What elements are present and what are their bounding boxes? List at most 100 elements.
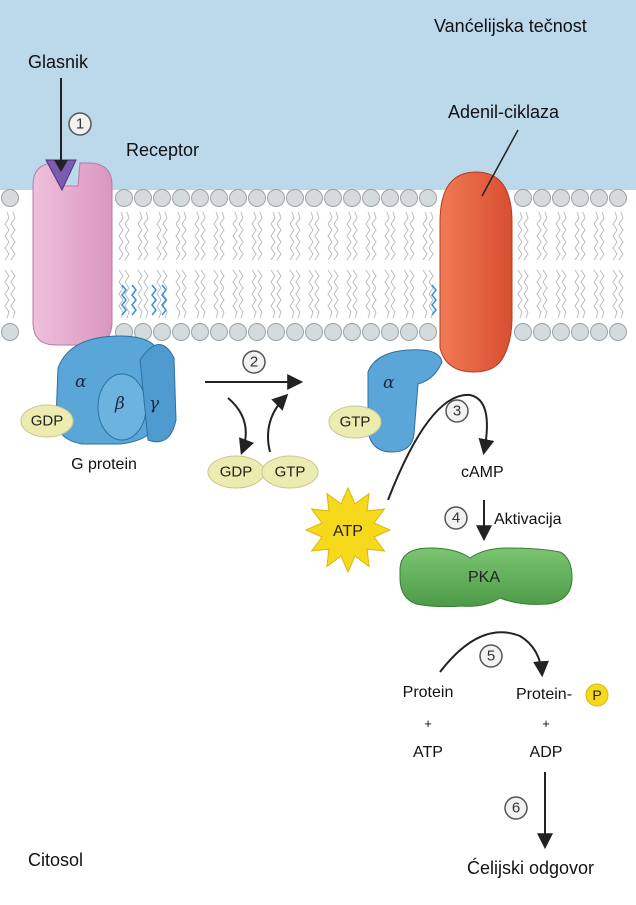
lipid-tail <box>181 269 187 319</box>
lipid-tail <box>371 269 377 319</box>
product-plus-label: + <box>542 716 550 731</box>
lipid-tail <box>276 269 282 319</box>
beta-subunit-label: β <box>115 394 125 414</box>
lipid-tail <box>536 269 542 319</box>
lipid-head <box>419 189 437 207</box>
lipid-tail <box>352 269 358 319</box>
product-protein-label: Protein- <box>516 686 573 703</box>
lipid-tail <box>580 211 586 261</box>
lipid-head <box>286 189 304 207</box>
lipid-tail <box>523 211 529 261</box>
lipid-tail <box>295 269 301 319</box>
step-circle-5 <box>479 644 503 668</box>
lipid-tail <box>428 269 434 319</box>
lipid-head <box>305 189 323 207</box>
gdp-free-text: GDP <box>219 463 253 481</box>
lipid-tail <box>618 269 624 319</box>
lipid-head <box>533 323 551 341</box>
lipid-head <box>191 189 209 207</box>
lipid-head <box>609 323 627 341</box>
lipid-head <box>419 323 437 341</box>
lipid-tail <box>403 211 409 261</box>
step-circle-6 <box>504 796 528 820</box>
lipid-tail <box>561 211 567 261</box>
lipid-tail <box>219 211 225 261</box>
lipid-tail <box>238 269 244 319</box>
g-alpha-active <box>367 349 443 453</box>
step-circle-1 <box>68 112 92 136</box>
lipid-tail <box>365 211 371 261</box>
lipid-head <box>571 189 589 207</box>
lipid-tail <box>213 269 219 319</box>
lipid-tail <box>118 211 124 261</box>
lipid-head <box>248 323 266 341</box>
gdp-bound-pill <box>20 404 74 438</box>
lipid-head <box>362 189 380 207</box>
lipid-tail <box>612 269 618 319</box>
lipid-tail <box>295 211 301 261</box>
lipid-head <box>153 189 171 207</box>
substrate-protein-label: Protein <box>402 684 454 701</box>
lipid-tail <box>517 211 523 261</box>
lipid-head <box>514 323 532 341</box>
lipid-tail <box>384 269 390 319</box>
atp-star <box>304 486 392 574</box>
lipid-tail <box>555 211 561 261</box>
extracellular-region <box>0 0 636 190</box>
lipid-head <box>286 323 304 341</box>
lipid-tail <box>251 269 257 319</box>
step3-arrow <box>387 393 495 501</box>
phosphate-group <box>585 683 609 707</box>
lipid-head <box>1 323 19 341</box>
lipid-head <box>172 323 190 341</box>
gtp-bound-text: GTP <box>339 413 371 431</box>
substrate-atp-label: ATP <box>413 744 443 761</box>
lipid-head <box>153 323 171 341</box>
lipid-tail <box>194 211 200 261</box>
lipid-tail <box>390 211 396 261</box>
atp-star-text: ATP <box>333 523 363 540</box>
lipid-head <box>381 323 399 341</box>
lipid-head <box>1 189 19 207</box>
lipid-tail <box>10 211 16 261</box>
lipid-heads <box>1 189 627 341</box>
lipid-tail <box>238 211 244 261</box>
step-number-5: 5 <box>486 647 496 665</box>
lipid-tail <box>276 211 282 261</box>
alpha-active-label: α <box>383 373 395 393</box>
lipid-head <box>362 323 380 341</box>
lipid-tail <box>346 211 352 261</box>
gtp-binding-arrow <box>267 393 289 453</box>
lipid-head <box>571 323 589 341</box>
lipid-head <box>552 323 570 341</box>
gtp-bound-pill <box>328 405 382 439</box>
lipid-head <box>210 189 228 207</box>
messenger-label: Glasnik <box>28 52 89 72</box>
lipid-tail <box>333 269 339 319</box>
lipid-tail <box>232 211 238 261</box>
lipid-tail <box>219 269 225 319</box>
lipid-tail <box>390 269 396 319</box>
alpha-subunit-label: α <box>75 372 87 392</box>
lipid-tail <box>403 269 409 319</box>
lipid-tail <box>536 211 542 261</box>
lipid-head <box>381 189 399 207</box>
step-circle-3 <box>445 399 469 423</box>
lipid-tail <box>175 269 181 319</box>
lipid-tail <box>118 269 124 319</box>
lipid-tail <box>409 211 415 261</box>
lipid-tail <box>409 269 415 319</box>
lipid-tail <box>308 269 314 319</box>
lipid-tail <box>4 269 10 319</box>
lipid-tail <box>365 269 371 319</box>
lipid-head <box>172 189 190 207</box>
receptor <box>32 162 113 346</box>
lipid-tail <box>327 211 333 261</box>
lipid-head <box>533 189 551 207</box>
lipid-tail <box>371 211 377 261</box>
lipid-tail <box>137 269 143 319</box>
lipid-tail <box>200 269 206 319</box>
lipid-tail <box>574 269 580 319</box>
lipid-head <box>514 189 532 207</box>
step-circle-2 <box>242 350 266 374</box>
